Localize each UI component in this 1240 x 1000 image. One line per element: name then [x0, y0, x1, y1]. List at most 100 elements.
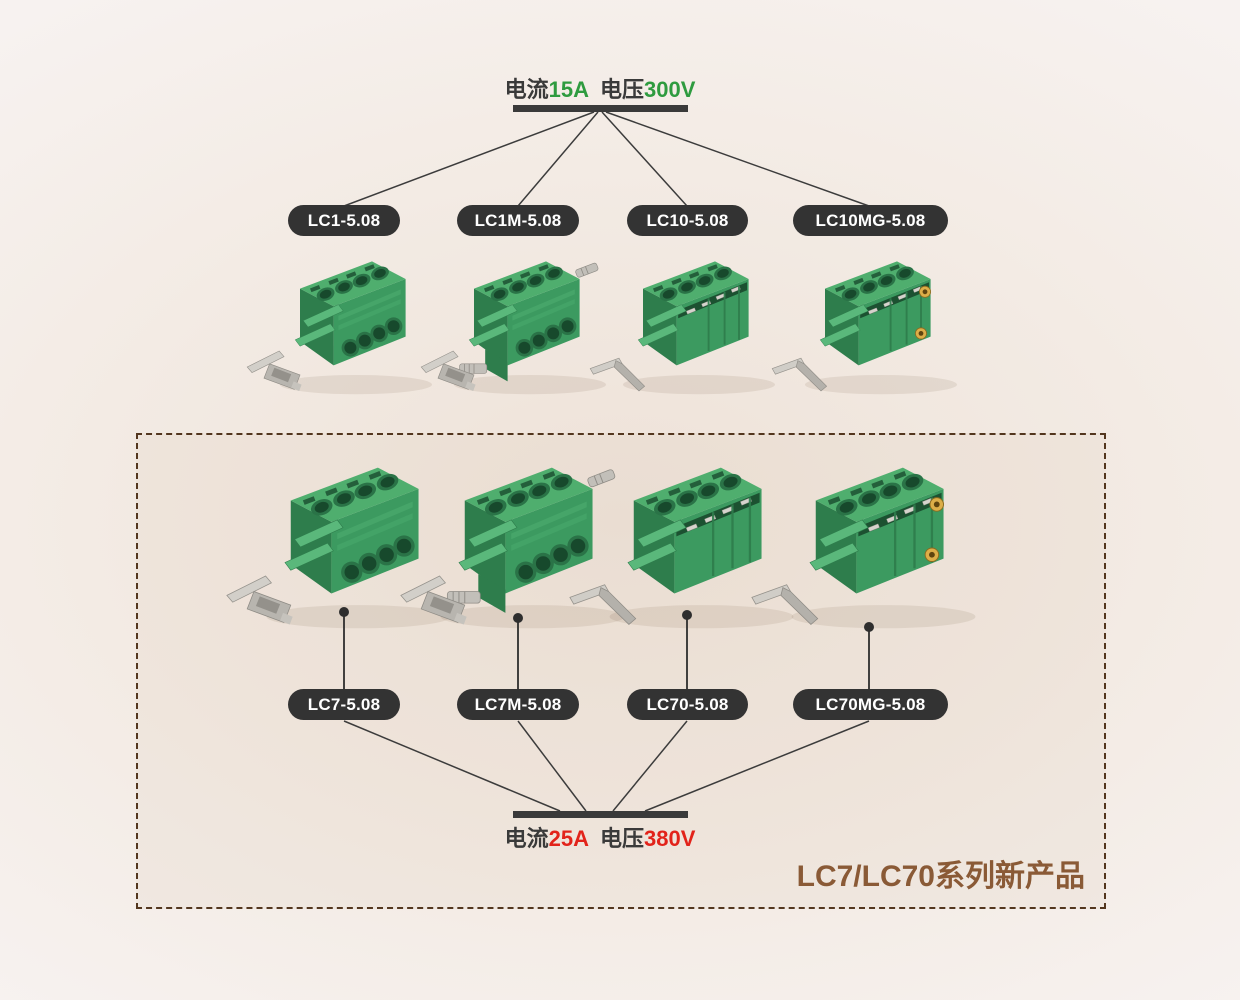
connector-image-lc1m [418, 247, 618, 407]
vent-slot [689, 271, 700, 279]
contact-pin [867, 523, 880, 532]
vent-slot [542, 471, 556, 480]
metal-terminal-clip [246, 350, 302, 391]
vent-slot [538, 264, 549, 272]
pin-channel [676, 492, 760, 537]
vent-slot [889, 264, 900, 272]
metal-terminal-clip [400, 575, 467, 625]
screw-hole [310, 499, 333, 516]
mounting-screw [575, 262, 599, 278]
product-pill-lc10mg-5.08: LC10MG-5.08 [793, 205, 948, 236]
connector-image-lc10mg [769, 247, 969, 407]
connector-left-face [290, 500, 332, 594]
ground-shadow [805, 375, 957, 395]
screw-hole [896, 266, 914, 281]
screw-hole [879, 482, 902, 500]
top-voltage-value: 300V [644, 77, 696, 102]
connector-image-lc10 [587, 247, 787, 407]
connector-front-face [674, 488, 762, 594]
wire-entry-hole [515, 561, 537, 583]
screw-hole [545, 266, 563, 281]
screw-hole [714, 266, 732, 281]
wire-entry-hole [384, 317, 403, 335]
front-ridge [512, 299, 575, 331]
connector-left-face [643, 288, 677, 366]
product-pill-lc70mg-5.08: LC70MG-5.08 [793, 689, 948, 720]
pin-channel [678, 282, 747, 319]
screw-hole [507, 490, 529, 507]
front-ridge [511, 501, 587, 540]
screw-hole [659, 287, 678, 302]
latch-lever [302, 304, 344, 328]
latch-lever [637, 519, 687, 548]
ground-shadow [609, 605, 794, 629]
screw-hole [371, 266, 389, 281]
screw-hole [550, 473, 573, 491]
screw-hole [653, 499, 676, 516]
vent-slot [520, 479, 534, 489]
vent-slot [707, 264, 718, 272]
series-caption: LC7/LC70系列新产品 [796, 860, 1085, 893]
wire-entry-hole [356, 331, 374, 350]
metal-terminal-clip [226, 575, 293, 625]
shroud-grooves [707, 286, 740, 351]
bottom-voltage-value: 380V [644, 826, 696, 851]
top-current-value: 15A [548, 77, 589, 102]
wire-entry-hole [544, 324, 562, 343]
latch-lever [809, 542, 859, 571]
wire-entry-hole [358, 552, 380, 575]
gold-insert [929, 497, 945, 512]
vent-slot [310, 285, 321, 293]
latch-lever [294, 519, 344, 548]
connector-image-lc1 [244, 247, 444, 407]
product-pill-lc7m-5.08: LC7M-5.08 [457, 689, 579, 720]
vent-slot [520, 271, 531, 279]
product-pill-lc1-5.08: LC1-5.08 [288, 205, 400, 236]
pin-channel [860, 282, 929, 319]
screw-hole [676, 490, 698, 507]
screw-hole [858, 490, 880, 507]
gold-insert [924, 547, 940, 563]
ground-shadow [623, 375, 775, 395]
vent-slot [653, 285, 664, 293]
wire-entry-hole [530, 331, 548, 350]
latch-lever [645, 304, 687, 328]
screw-hole [695, 273, 714, 288]
product-pill-lc70-5.08: LC70-5.08 [627, 689, 748, 720]
vent-slot [502, 277, 513, 285]
vent-slot [850, 487, 863, 497]
vent-slot [671, 277, 682, 285]
vent-slot [668, 487, 681, 497]
ground-shadow [266, 605, 451, 629]
metal-terminal-pin [589, 357, 646, 392]
latch-lever [294, 323, 336, 347]
wire-entry-hole [375, 544, 398, 566]
connector-left-face [464, 500, 506, 594]
connector-front-face [858, 279, 931, 366]
wire-entry-hole [558, 317, 577, 335]
connector-image-lc7 [223, 450, 465, 644]
wire-entry-hole [515, 339, 534, 357]
screw-hole [697, 482, 720, 500]
screw-hole [333, 490, 355, 507]
connector-image-lc7m [397, 450, 639, 644]
gold-insert [915, 327, 927, 340]
vent-slot [368, 471, 382, 480]
vent-slot [499, 487, 512, 497]
vent-slot [689, 479, 703, 489]
screw-hole [509, 280, 527, 294]
wire-entry-hole [393, 535, 415, 557]
front-ridge [337, 501, 413, 540]
screw-hole [316, 287, 335, 302]
gold-insert [919, 285, 931, 298]
metal-terminal-pin [569, 584, 637, 625]
connector-front-face [676, 279, 749, 366]
front-ridge [338, 299, 401, 331]
product-pill-lc1m-5.08: LC1M-5.08 [457, 205, 579, 236]
metal-terminal-pin [751, 584, 819, 625]
vent-slot [645, 496, 659, 505]
bottom-current-value: 25A [548, 826, 589, 851]
